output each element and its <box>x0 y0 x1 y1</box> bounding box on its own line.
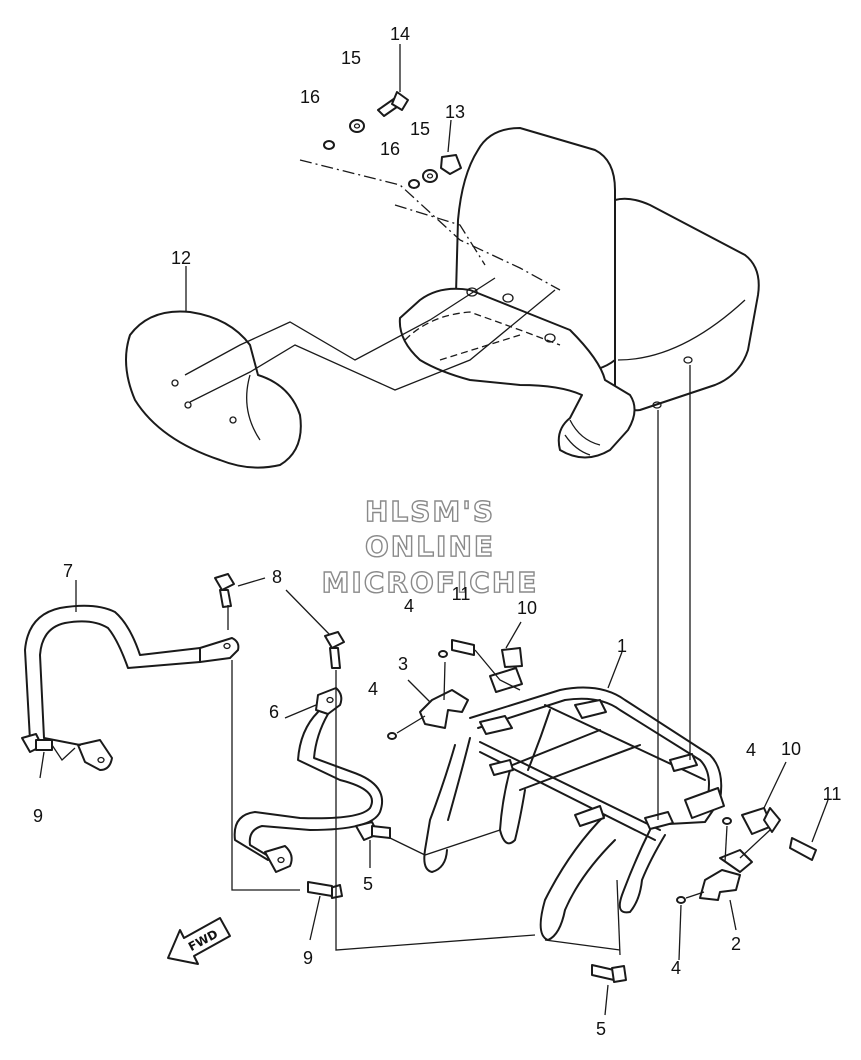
backrest-pad <box>125 310 302 469</box>
grab-rail-left <box>24 604 240 771</box>
seat-fastener-set <box>323 91 462 189</box>
callout-3: 3 <box>398 654 408 674</box>
callout-2: 2 <box>731 934 741 954</box>
callout-4a: 4 <box>404 596 414 616</box>
callout-5a: 5 <box>363 874 373 894</box>
callout-4b: 4 <box>368 679 378 699</box>
callout-16b: 16 <box>380 139 400 159</box>
watermark-line-3: MICROFICHE <box>322 566 539 599</box>
rear-seat-assembly <box>398 127 760 459</box>
callout-4c: 4 <box>746 740 756 760</box>
callout-1: 1 <box>617 636 627 656</box>
callout-5b: 5 <box>596 1019 606 1039</box>
callout-13: 13 <box>445 102 465 122</box>
callout-11a: 11 <box>452 584 471 604</box>
callout-6: 6 <box>269 702 279 722</box>
callout-15b: 15 <box>410 119 430 139</box>
callout-10b: 10 <box>781 739 801 759</box>
bolt-set <box>21 573 627 983</box>
callout-11b: 11 <box>823 784 842 804</box>
callout-12: 12 <box>171 248 191 268</box>
watermark: HLSM'S ONLINE MICROFICHE <box>321 494 539 599</box>
callout-8: 8 <box>272 567 282 587</box>
fwd-arrow-icon: FWD <box>167 917 231 965</box>
callout-9b: 9 <box>303 948 313 968</box>
callout-14: 14 <box>390 24 410 44</box>
bracket-set <box>387 639 817 904</box>
rack-frame <box>423 686 725 941</box>
callout-9a: 9 <box>33 806 43 826</box>
watermark-line-1: HLSM'S <box>365 495 495 528</box>
callout-labels: 1 2 3 4 4 4 4 5 5 6 7 8 9 9 10 10 11 11 … <box>33 24 841 1039</box>
callout-10a: 10 <box>517 598 537 618</box>
callout-15a: 15 <box>341 48 361 68</box>
callout-4d: 4 <box>671 958 681 978</box>
watermark-line-2: ONLINE <box>365 530 495 563</box>
callout-7: 7 <box>63 561 73 581</box>
grab-rail-center <box>233 687 383 873</box>
callout-16a: 16 <box>300 87 320 107</box>
